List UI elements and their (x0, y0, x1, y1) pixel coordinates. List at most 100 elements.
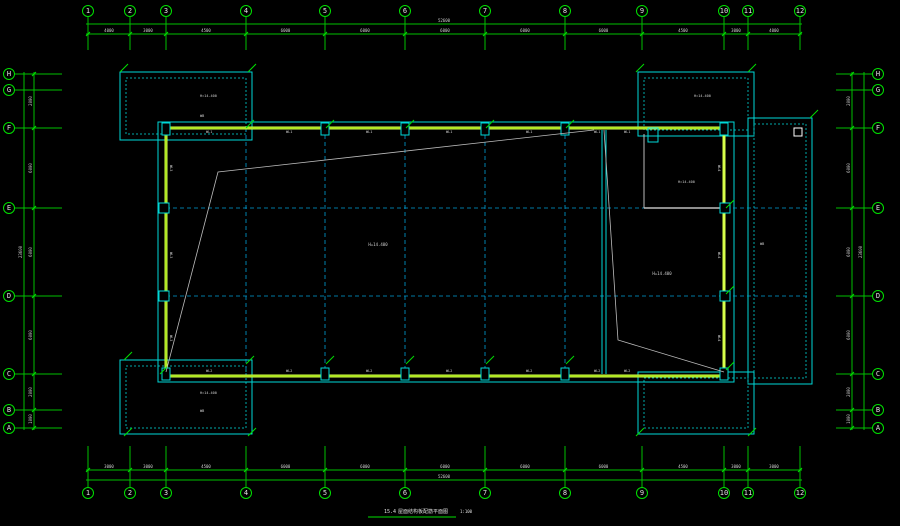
axis-label-bottom-6: 6 (403, 489, 407, 497)
axis-label-right-B: B (876, 406, 880, 414)
axis-bubble-bottom-7 (479, 487, 491, 499)
dim-top-seg-3: 4500 (201, 28, 211, 33)
vent-icon (647, 127, 659, 143)
axis-bubble-top-2 (124, 5, 136, 17)
rebar-mark-2 (247, 63, 257, 73)
dim-bottom-tick-7 (482, 467, 488, 473)
corner-label-bottom-left: H=14.400 (200, 391, 217, 395)
dim-right-tick-0 (849, 71, 855, 77)
rebar-mark-16 (245, 119, 255, 129)
column-top-6 (719, 122, 729, 136)
axis-label-bottom-8: 8 (563, 489, 567, 497)
dim-left-tick-0 (31, 71, 37, 77)
dim-top-overall: 52600 (438, 18, 451, 23)
axis-label-right-F: F (876, 124, 880, 132)
column-bottom-3 (400, 367, 410, 381)
columns (119, 63, 819, 437)
axis-bubble-top-3 (160, 5, 172, 17)
beam-tag-bottom-2: WL2 (286, 369, 292, 373)
axis-label-top-6: 6 (403, 7, 407, 15)
beam-tag-right-3: WL4 (717, 335, 721, 341)
dim-bottom-seg-5: 6000 (360, 464, 370, 469)
beam-tag-top-2: WL1 (286, 130, 292, 134)
axis-label-right-A: A (876, 424, 881, 432)
axis-label-bottom-9: 9 (640, 489, 644, 497)
column-bottom-4 (480, 367, 490, 381)
wall-bottom-left-wing-inner (125, 365, 247, 429)
dim-right-tick-2 (849, 205, 855, 211)
axis-bubble-bottom-3 (160, 487, 172, 499)
column-bottom-2 (320, 367, 330, 381)
axis-bubble-right-A (872, 422, 884, 434)
dim-top-seg-7: 6000 (520, 28, 530, 33)
dim-bottom-seg-4: 6000 (281, 464, 291, 469)
dim-right-tick-3 (849, 293, 855, 299)
dim-left-overall: 23600 (18, 245, 23, 258)
slab-grid (166, 128, 810, 376)
axis-label-bottom-11: 11 (744, 489, 752, 497)
dim-right-overall: 23600 (858, 245, 863, 258)
corner-label-top-right: H=14.400 (694, 94, 711, 98)
dim-top-tick-5 (322, 31, 328, 37)
axis-bubble-right-D (872, 290, 884, 302)
dim-right-seg-3: 6000 (846, 247, 851, 257)
axis-label-top-3: 3 (164, 7, 168, 15)
wall-bottom-right-wing-inner (643, 377, 749, 429)
dim-right-tick-5 (849, 407, 855, 413)
beam-tag-left-1: WL3 (169, 165, 173, 171)
beam-tag-right-1: WL4 (717, 165, 721, 171)
dim-left-tick-2 (31, 205, 37, 211)
rebar-mark-15 (565, 355, 575, 365)
dim-bottom-seg-11: 3000 (769, 464, 779, 469)
dim-left-tick-1 (31, 125, 37, 131)
beam-tag-left-3: WL3 (169, 335, 173, 341)
axis-label-top-11: 11 (744, 7, 752, 15)
dim-top-seg-11: 4000 (769, 28, 779, 33)
dim-top-seg-1: 4000 (104, 28, 114, 33)
axis-bubble-right-B (872, 404, 884, 416)
column-left-2 (158, 290, 170, 302)
dim-right-seg-4: 6000 (846, 330, 851, 340)
axis-label-left-D: D (7, 292, 11, 300)
perimeter-beam-core (165, 127, 725, 377)
column-top-1 (161, 122, 171, 136)
axis-bubble-right-F (872, 122, 884, 134)
rebar-mark-12 (325, 355, 335, 365)
axis-bubble-left-H (3, 68, 15, 80)
axis-bubble-bottom-5 (319, 487, 331, 499)
beam-tag-top-5: WL1 (526, 130, 532, 134)
dim-bottom-tick-1 (85, 467, 91, 473)
title-block: 15.4 屋面结构板配筋平面图 1:100 (368, 508, 473, 518)
dim-top-seg-9: 4500 (678, 28, 688, 33)
corner-label-room: H=14.400 (678, 180, 695, 184)
beam-tag-bottom-1: WL2 (206, 369, 212, 373)
axis-bubble-top-11 (742, 5, 754, 17)
dim-bottom-seg-7: 6000 (520, 464, 530, 469)
rebar-mark-10 (747, 427, 757, 437)
axis-label-bottom-1: 1 (86, 489, 90, 497)
dim-top-tick-8 (562, 31, 568, 37)
axis-bubble-bottom-11 (742, 487, 754, 499)
dim-right-tick-4 (849, 371, 855, 377)
rebar-mark-24 (725, 199, 735, 209)
dim-bottom-tick-8 (562, 467, 568, 473)
dim-left-seg-6: 1000 (28, 414, 33, 424)
axis-label-right-D: D (876, 292, 880, 300)
rebar-mark-20 (565, 119, 575, 129)
beam-tag-top-6: WL1 (594, 130, 600, 134)
dim-right-seg-2: 6000 (846, 163, 851, 173)
dim-right-tick-1 (849, 125, 855, 131)
axis-bubble-top-1 (82, 5, 94, 17)
dim-top-tick-2 (127, 31, 133, 37)
axis-label-right-G: G (876, 86, 880, 94)
column-right-2 (719, 290, 731, 302)
dim-top-seg-6: 6000 (440, 28, 450, 33)
wall-right-extension-inner (753, 123, 807, 379)
axis-label-top-10: 10 (720, 7, 728, 15)
dim-bottom-seg-9: 4500 (678, 464, 688, 469)
dim-bottom-seg-10: 3000 (731, 464, 741, 469)
dim-top-tick-3 (163, 31, 169, 37)
axis-label-top-7: 7 (483, 7, 487, 15)
